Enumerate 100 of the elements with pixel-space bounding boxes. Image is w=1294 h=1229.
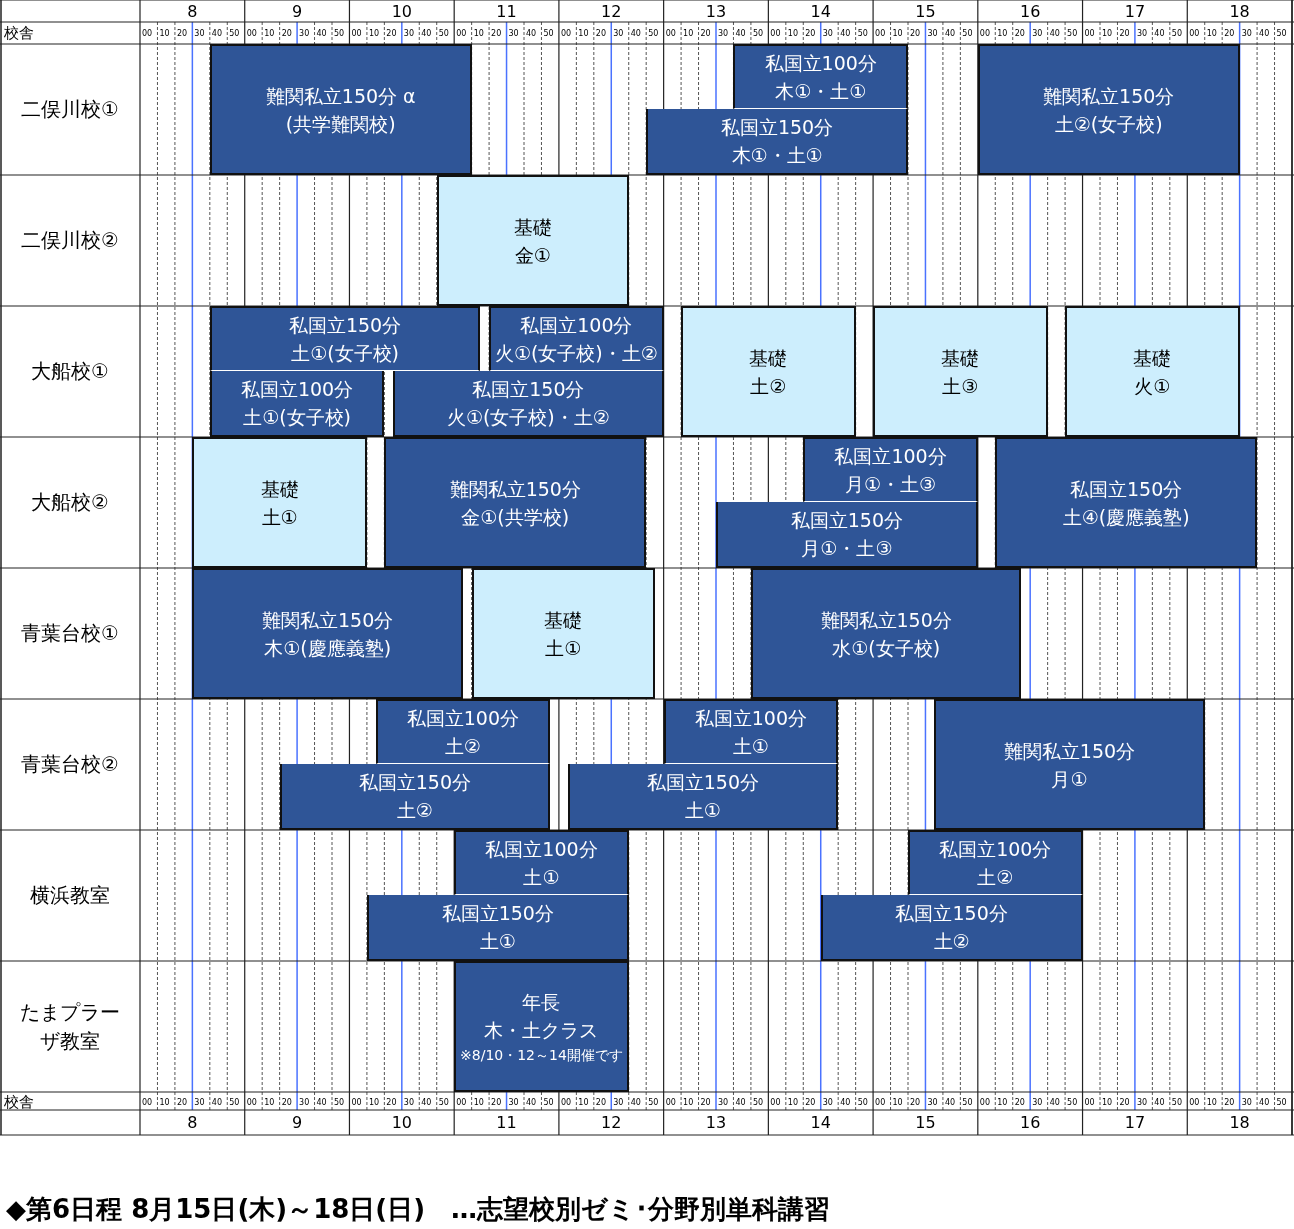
minute-label: 00 — [770, 1096, 782, 1109]
class-title: 私国立150分 — [790, 508, 904, 533]
minute-label: 40 — [944, 27, 957, 40]
minute-label: 10 — [368, 27, 381, 40]
class-detail: 土③ — [942, 373, 979, 399]
class-title: 難関私立150分 α — [265, 83, 416, 109]
class-detail: 金① — [514, 242, 551, 268]
row-header: たまプラーザ教室 — [19, 998, 121, 1055]
class-detail: ※8/10・12～14開催です — [460, 1045, 623, 1065]
minute-label: 20 — [1224, 1096, 1236, 1109]
minute-label: 00 — [456, 1096, 468, 1109]
minute-label: 30 — [1032, 27, 1044, 40]
class-title: 私国立100分 — [520, 313, 633, 338]
minute-label: 50 — [229, 27, 241, 40]
class-block — [454, 961, 629, 1092]
class-detail: 月①・土③ — [845, 472, 937, 497]
minute-label: 40 — [840, 27, 852, 40]
class-block — [454, 830, 629, 895]
minute-label: 40 — [421, 1096, 433, 1109]
class-block — [209, 371, 385, 437]
class-title: 難関私立150分 — [1043, 83, 1175, 109]
class-title: 基礎 — [513, 214, 552, 240]
class-block — [192, 568, 463, 699]
minute-label: 00 — [351, 1096, 363, 1109]
class-detail: 木①(慶應義塾) — [264, 635, 392, 661]
row-header: 大船校② — [30, 489, 110, 516]
minute-label: 40 — [735, 1096, 747, 1109]
class-detail: 土④(慶應義塾) — [1062, 504, 1190, 530]
class-block — [279, 764, 551, 830]
minute-label: 00 — [246, 1096, 258, 1109]
class-title: 私国立100分 — [939, 837, 1052, 862]
minute-label: 30 — [508, 1096, 520, 1109]
hour-label: 17 — [1123, 1112, 1147, 1134]
minute-label: 40 — [840, 1096, 852, 1109]
minute-label: 20 — [700, 27, 712, 40]
minute-label: 30 — [194, 1096, 206, 1109]
minute-label: 20 — [491, 27, 503, 40]
minute-label: 50 — [1067, 27, 1079, 40]
hour-label: 11 — [495, 1112, 518, 1134]
class-block — [977, 44, 1240, 175]
minute-label: 10 — [1102, 27, 1114, 40]
class-detail: 土① — [479, 929, 516, 954]
minute-label: 50 — [1171, 27, 1183, 40]
minute-label: 00 — [351, 27, 363, 40]
minute-label: 10 — [683, 27, 695, 40]
minute-label: 10 — [683, 1096, 695, 1109]
minute-label: 50 — [543, 27, 555, 40]
minute-label: 50 — [962, 1096, 974, 1109]
hour-label: 12 — [600, 0, 623, 22]
minute-label: 50 — [334, 1096, 346, 1109]
minute-label: 30 — [1136, 27, 1149, 40]
minute-label: 40 — [630, 27, 642, 40]
class-block — [646, 109, 908, 175]
class-detail: 火① — [1134, 373, 1171, 399]
minute-label: 20 — [176, 27, 189, 40]
class-detail: 月①・土③ — [801, 536, 893, 561]
minute-label: 40 — [526, 27, 538, 40]
row-header: 横浜教室 — [29, 882, 111, 909]
minute-label: 10 — [892, 27, 904, 40]
class-title: 私国立150分 — [472, 377, 585, 402]
minute-label: 10 — [1206, 27, 1218, 40]
minute-label: 50 — [334, 27, 346, 40]
minute-label: 00 — [1084, 1096, 1096, 1109]
class-block — [750, 568, 1022, 699]
class-detail: (共学難関校) — [285, 111, 396, 137]
class-title: 私国立100分 — [240, 377, 354, 402]
minute-label: 00 — [665, 27, 677, 40]
class-block — [1065, 306, 1240, 437]
minute-label: 00 — [979, 1096, 991, 1109]
minute-label: 00 — [1189, 1096, 1201, 1109]
class-detail: 水①(女子校) — [832, 635, 941, 661]
minute-label: 40 — [316, 27, 328, 40]
minute-label: 20 — [281, 1096, 293, 1109]
minute-label: 40 — [1049, 1096, 1061, 1109]
minute-label: 30 — [822, 1096, 834, 1109]
class-block — [384, 437, 647, 568]
class-block — [663, 699, 839, 764]
class-block — [803, 437, 978, 502]
minute-label: 10 — [997, 27, 1009, 40]
class-block — [192, 437, 367, 568]
hour-label: 18 — [1228, 1112, 1251, 1134]
minute-label: 10 — [892, 1096, 904, 1109]
minute-label: 20 — [805, 27, 817, 40]
minute-label: 20 — [281, 27, 293, 40]
class-block — [934, 699, 1205, 830]
class-block — [733, 44, 908, 109]
minute-label: 30 — [299, 27, 311, 40]
minute-label: 00 — [142, 27, 154, 40]
minute-label: 30 — [1241, 1096, 1253, 1109]
minute-label: 50 — [962, 27, 974, 40]
minute-label: 40 — [211, 1096, 223, 1109]
hour-label: 13 — [704, 1112, 728, 1134]
class-block — [567, 764, 839, 830]
class-detail: 火①(女子校)・土② — [494, 341, 658, 366]
minute-label: 30 — [927, 27, 939, 40]
minute-label: 10 — [473, 27, 485, 40]
minute-label: 50 — [752, 1096, 765, 1109]
minute-label: 30 — [718, 1096, 730, 1109]
hour-label: 11 — [495, 0, 518, 22]
minute-label: 30 — [927, 1096, 939, 1109]
